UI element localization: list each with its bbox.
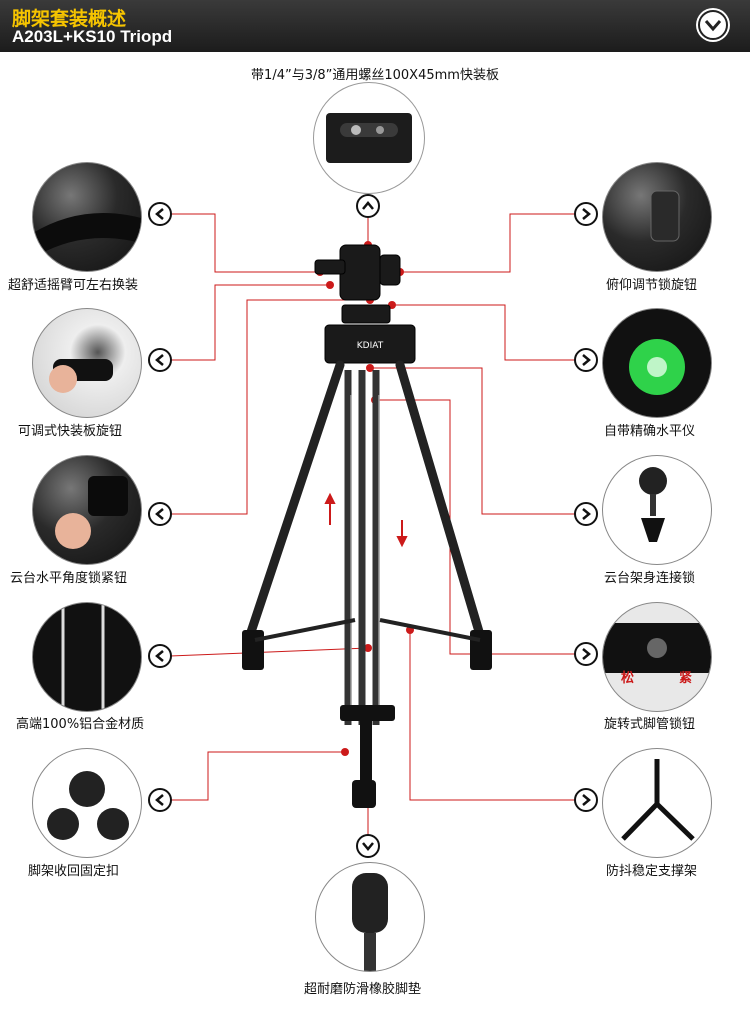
chevron-right-circle-icon (574, 202, 598, 226)
chevron-left-circle-icon (148, 788, 172, 812)
feature-photo-bubble-level (602, 308, 712, 418)
feature-photo-pan-arm (32, 162, 142, 272)
feature-label-tilt-knob: 俯仰调节锁旋钮 (606, 278, 698, 293)
chevron-left-circle-icon (148, 202, 172, 226)
lock-label-tight: 紧 (679, 671, 693, 686)
tripod-illustration: KDIAT (242, 244, 492, 808)
page-title: 脚架套装概述 (12, 8, 127, 30)
chevron-left-circle-icon (148, 644, 172, 668)
feature-label-pan-lock: 云台水平角度锁紧钮 (10, 571, 128, 586)
chevron-down-circle-icon (356, 834, 380, 858)
feature-photo-spreader (602, 748, 712, 858)
feature-label-spreader: 防抖稳定支撑架 (606, 864, 698, 879)
feature-label-plate-knob: 可调式快装板旋钮 (18, 424, 123, 439)
feature-label-leg-lock: 旋转式脚管锁钮 (604, 717, 696, 732)
header-bar: 脚架套装概述 A203L+KS10 Triopd (0, 0, 750, 52)
chevron-right-circle-icon (574, 502, 598, 526)
feature-photo-leg-lock: 松 紧 (602, 602, 712, 712)
feature-photo-head-connector (602, 455, 712, 565)
chevron-down-circle-icon[interactable] (696, 8, 730, 42)
feature-photo-leg-clip (32, 748, 142, 858)
feature-label-leg-clip: 脚架收回固定扣 (28, 864, 120, 879)
lock-label-loose: 松 (621, 671, 635, 686)
quick-release-plate-photo (313, 82, 425, 194)
feature-label-pan-arm: 超舒适摇臂可左右换装 (8, 278, 139, 293)
chevron-left-circle-icon (148, 502, 172, 526)
feature-photo-rubber-foot (315, 862, 425, 972)
feature-label-rubber-foot: 超耐磨防滑橡胶脚垫 (304, 982, 422, 997)
quick-release-plate-caption: 带1/4”与3/8”通用螺丝100X45mm快装板 (251, 68, 499, 83)
feature-label-bubble-level: 自带精确水平仪 (604, 424, 696, 439)
chevron-right-circle-icon (574, 348, 598, 372)
tripod-brand-logo: KDIAT (357, 341, 384, 351)
feature-photo-plate-knob (32, 308, 142, 418)
product-model: A203L+KS10 Triopd (12, 27, 173, 46)
feature-label-head-connector: 云台架身连接锁 (604, 571, 696, 586)
chevron-right-circle-icon (574, 788, 598, 812)
chevron-up-circle-icon (356, 194, 380, 218)
feature-photo-aluminum-legs (32, 602, 142, 712)
chevron-right-circle-icon (574, 642, 598, 666)
chevron-left-circle-icon (148, 348, 172, 372)
feature-photo-pan-lock (32, 455, 142, 565)
feature-photo-tilt-knob (602, 162, 712, 272)
feature-label-aluminum-legs: 高端100%铝合金材质 (16, 717, 145, 732)
